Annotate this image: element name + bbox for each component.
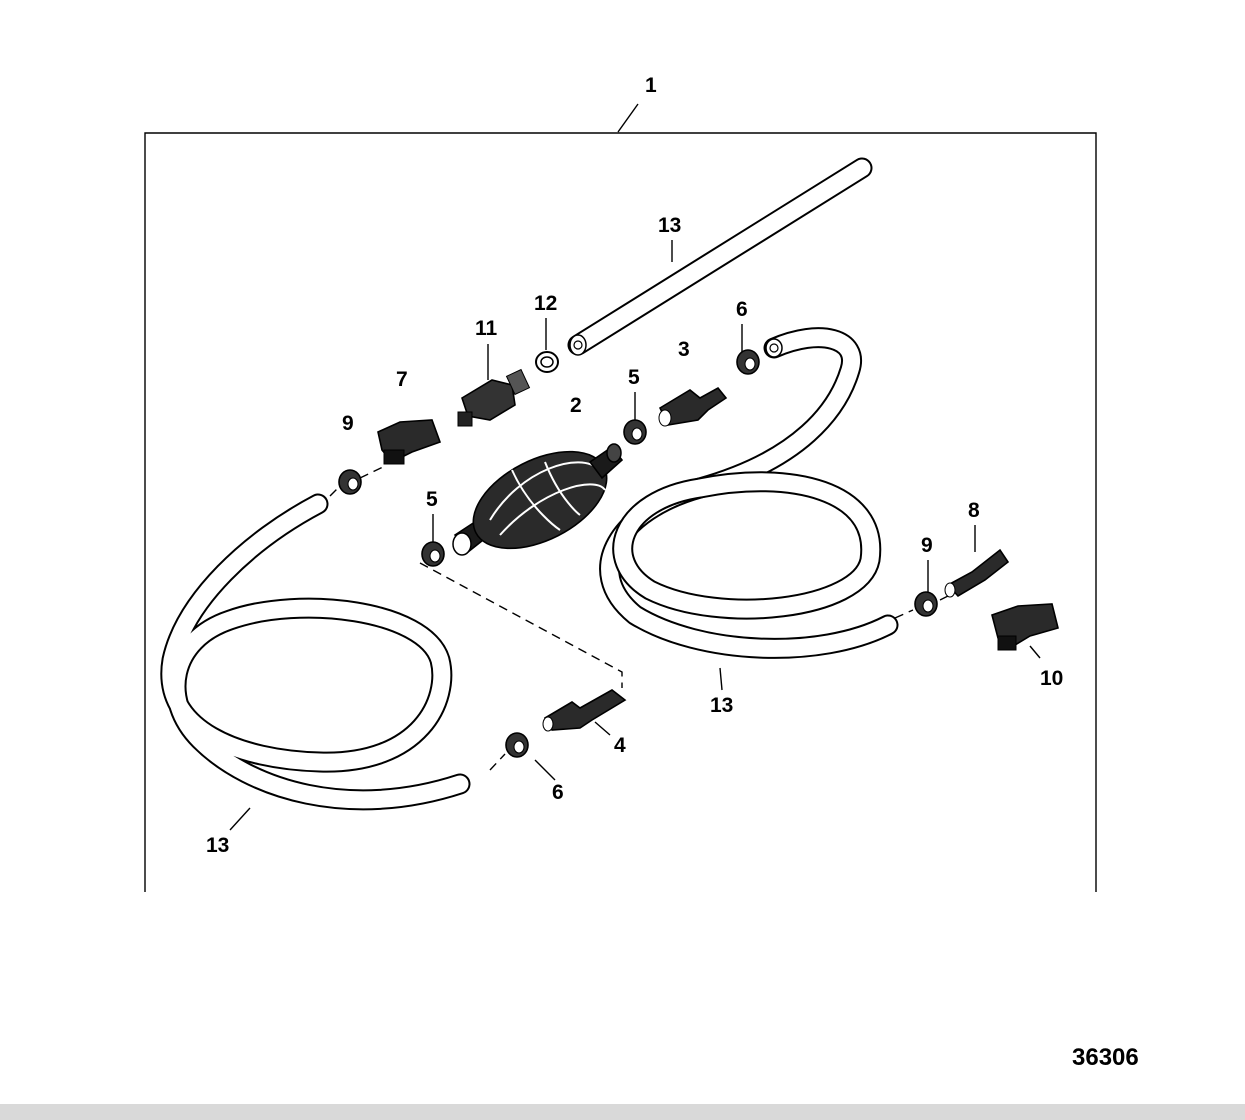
hose-coiled-right [599,327,899,659]
primer-bulb [452,443,624,556]
callout-5-lower: 5 [426,488,438,511]
hose-nut-left-upper [338,469,362,495]
hose-nut-upper-6 [736,349,760,375]
callout-13-left: 13 [206,834,229,857]
bottom-bar [0,1104,1245,1120]
callout-9-left: 9 [342,412,354,435]
hose-coiled-left [160,493,471,811]
hose-straight [567,157,873,356]
callout-11: 11 [475,317,498,340]
hose-nut-upper-5 [623,419,647,445]
callout-6-lower: 6 [552,781,564,804]
callout-13-right: 13 [710,694,733,717]
callout-3: 3 [678,338,690,361]
check-valve [457,368,531,427]
hose-clamp [535,351,559,373]
callout-8: 8 [968,499,980,522]
callout-12: 12 [534,292,557,315]
callout-9-right: 9 [921,534,933,557]
callout-labels: 1 13 12 11 6 3 7 5 2 9 5 8 9 10 13 4 6 1… [206,74,1063,857]
hose-nut-right [914,591,938,617]
tank-fitting [944,548,1010,598]
hose-nut-lower-5 [421,541,445,567]
callout-1: 1 [645,74,657,97]
callout-10: 10 [1040,667,1063,690]
barbed-fitting-lower [542,689,627,732]
barbed-fitting-upper [658,386,728,427]
hose-nut-lower-6 [505,732,529,758]
fuel-connector-tank [991,603,1059,651]
callout-6-upper: 6 [736,298,748,321]
document-number: 36306 [1072,1044,1139,1071]
callout-4: 4 [614,734,626,757]
callout-2: 2 [570,394,582,417]
assembly-frame [144,132,1097,892]
callout-7: 7 [396,368,408,391]
callout-5-upper: 5 [628,366,640,389]
callout-13-top: 13 [658,214,681,237]
leader-lines [229,103,1041,831]
fuel-connector-engine [377,419,442,465]
